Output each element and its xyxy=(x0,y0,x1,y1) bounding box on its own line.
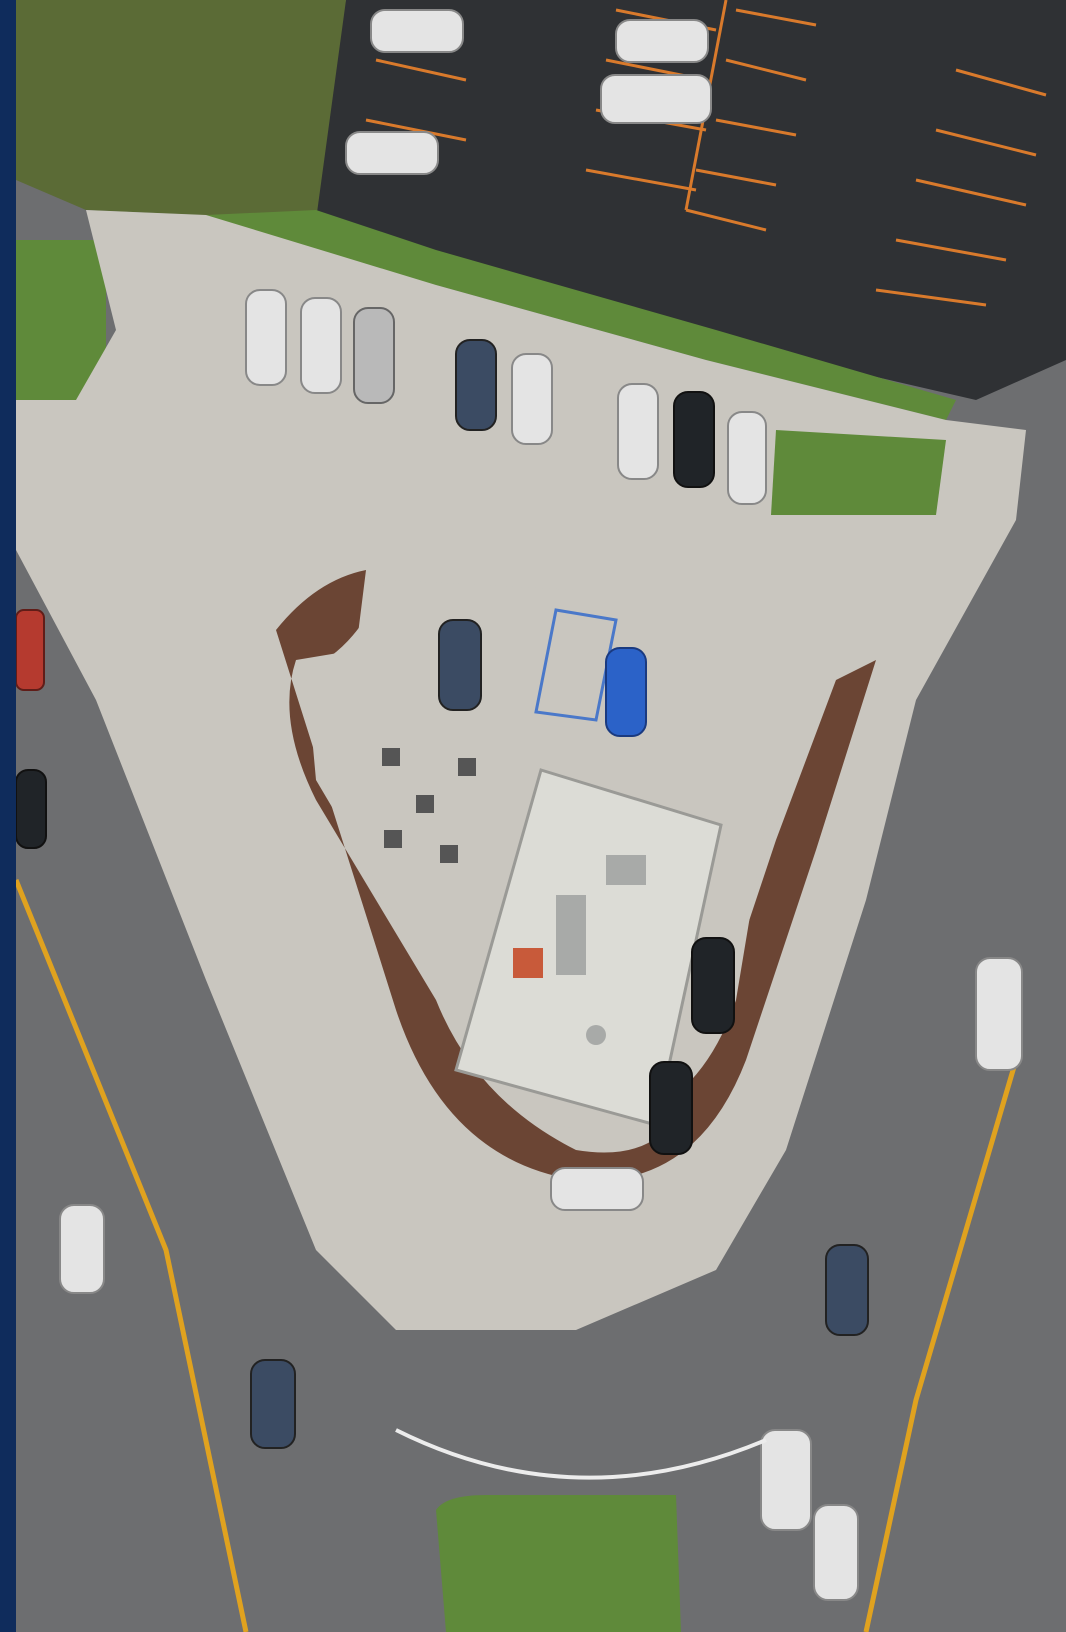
crosswalk-curve xyxy=(395,1428,767,1480)
aerial-photo xyxy=(16,0,1066,1632)
road-median xyxy=(436,1495,681,1632)
moving-cars xyxy=(16,609,1023,1601)
grass-strip xyxy=(206,210,956,420)
roof-hvac-unit-2 xyxy=(556,895,586,975)
roof-hvac-unit xyxy=(606,855,646,885)
accessible-stall xyxy=(534,608,618,722)
asphalt-parking-lot xyxy=(316,0,1066,400)
grass-lot-corner xyxy=(771,430,946,515)
side-color-band xyxy=(0,0,16,1632)
parked-cars xyxy=(245,9,767,1211)
patio-tables xyxy=(382,748,476,863)
road-center-line-right xyxy=(863,1059,1019,1632)
grass-patch-left xyxy=(16,240,106,400)
roof-vent-red xyxy=(513,948,543,978)
stall-lines xyxy=(365,0,1047,307)
road-center-line-left xyxy=(16,879,249,1632)
roof-vent-round xyxy=(586,1025,606,1045)
grass-slope xyxy=(16,0,346,220)
